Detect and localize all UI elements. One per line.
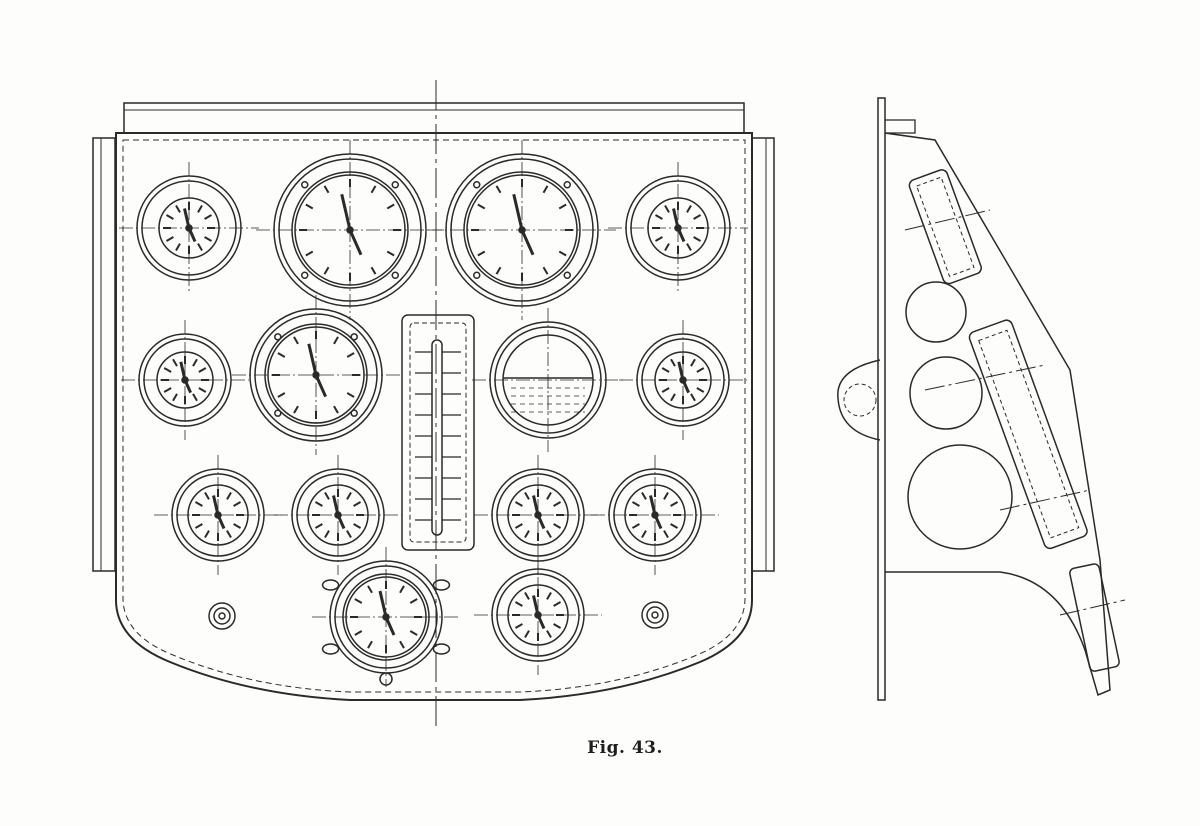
gauge-middle-right: [619, 320, 747, 440]
clock-large-top-center-right: [428, 140, 616, 320]
figure-caption: Fig. 43.: [587, 738, 663, 758]
knob-right: [641, 601, 669, 629]
gauge-middle-left: [121, 320, 249, 440]
side-view: [837, 97, 1126, 701]
gauge-lower-3: [474, 455, 602, 575]
tilted-housing-lower: [1069, 563, 1120, 672]
side-hole-middle: [909, 356, 983, 430]
panel-inner-dashed: [122, 139, 746, 693]
side-hole-upper: [905, 281, 967, 343]
tilted-housing-upper: [908, 169, 982, 285]
gauge-lower-1: [154, 455, 282, 575]
gauge-lower-2: [274, 455, 402, 575]
level-indicator: [472, 308, 624, 452]
gauge-top-right: [608, 162, 748, 294]
front-view: [92, 80, 775, 730]
clock-large-top-center-left: [256, 140, 444, 320]
tilted-housing-middle: [968, 319, 1088, 550]
left-side-rail: [92, 137, 116, 572]
panel-outline: [115, 132, 753, 701]
gauge-bottom: [474, 555, 602, 675]
side-bracket-outline: [884, 132, 1111, 697]
side-hinge: [837, 359, 881, 441]
level-indicator: [401, 314, 475, 551]
compass-bottom: [312, 547, 460, 687]
gauge-top-left: [119, 162, 259, 294]
gauge-lower-4: [591, 455, 719, 575]
side-panel-plate: [877, 97, 886, 701]
gauge-middle-large: [232, 295, 400, 455]
right-side-rail: [751, 137, 775, 572]
knob-left: [208, 602, 236, 630]
side-hole-lower: [907, 444, 1013, 550]
top-rail: [123, 102, 745, 134]
